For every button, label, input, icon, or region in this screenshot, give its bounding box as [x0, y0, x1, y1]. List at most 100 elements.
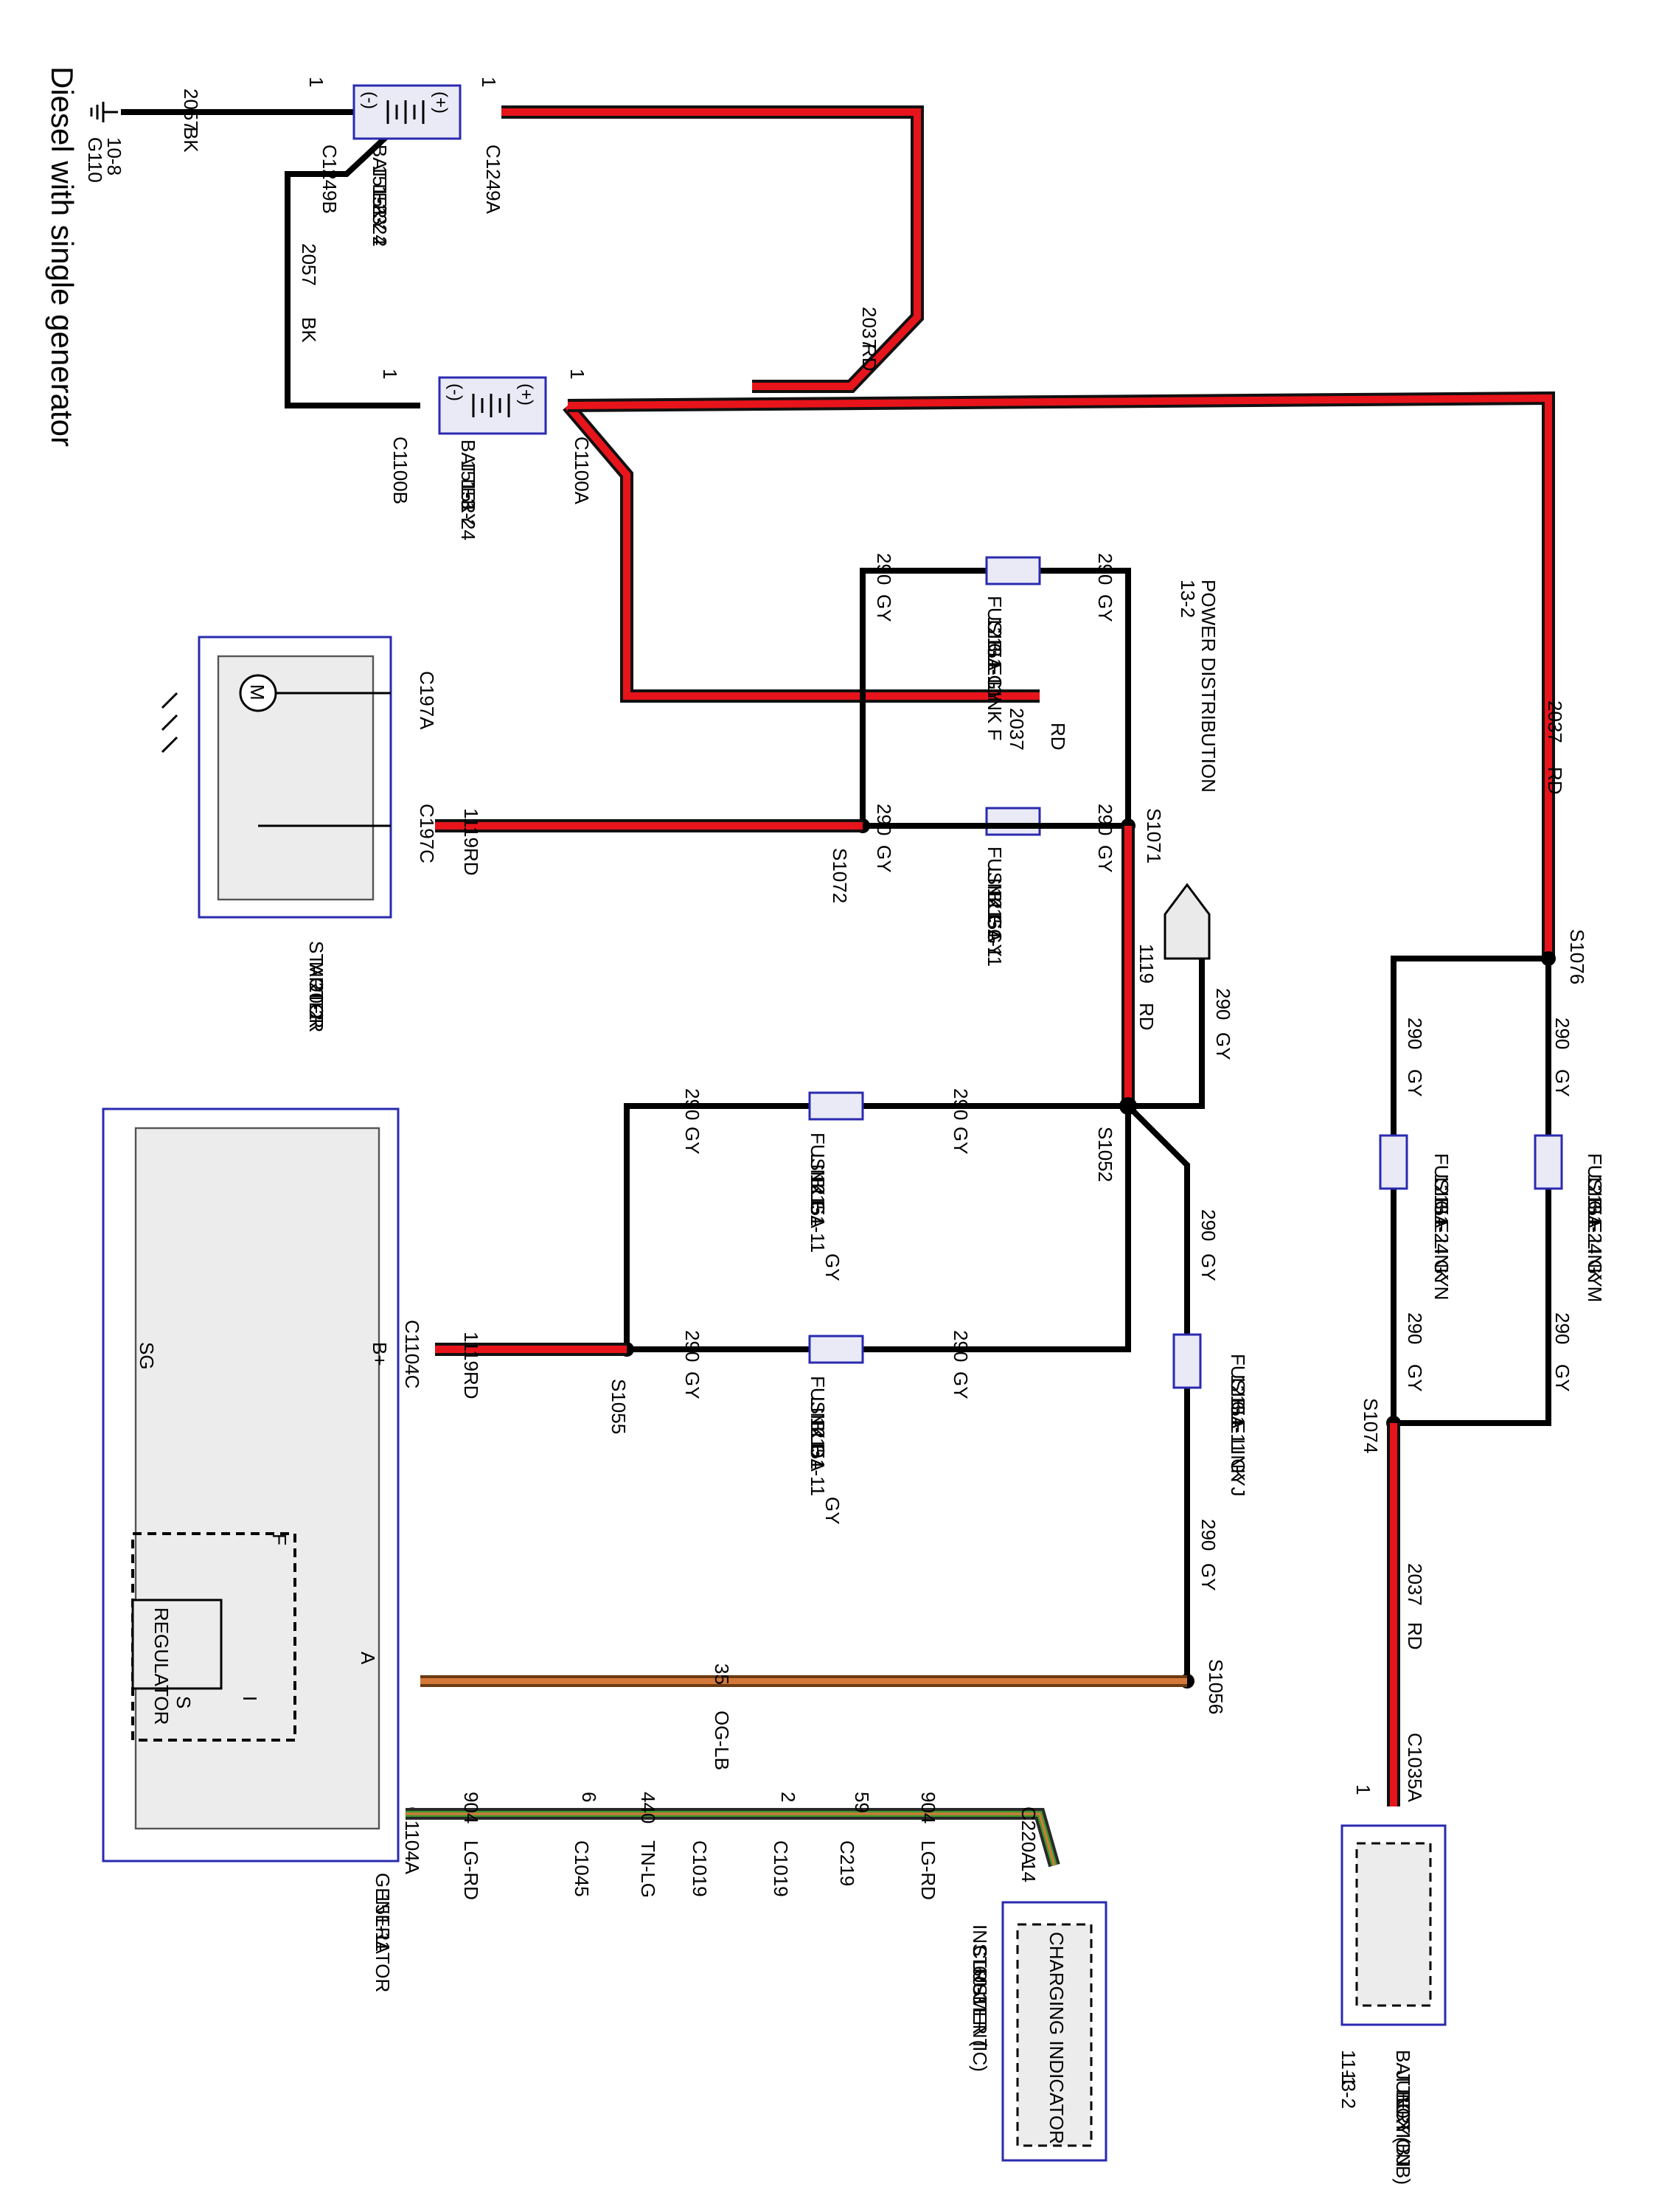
- connector-c1019-a: C1019: [689, 1840, 711, 1897]
- wire-2037-color-a: RD: [858, 344, 880, 372]
- starter-name-a: STARTER: [305, 941, 327, 1029]
- splice-s1071-label: S1071: [1143, 808, 1165, 863]
- wire-2037-battery2: [501, 108, 921, 390]
- wire-290-link-j: [1126, 1104, 1190, 1681]
- battery-2-neg: (-): [360, 91, 380, 109]
- wire-290-color-o: GY: [1404, 1364, 1426, 1392]
- fusible-link-e-color: GY: [821, 1253, 844, 1281]
- splice-s1076-label: S1076: [1566, 929, 1588, 984]
- wire-290-num-b: 290: [1094, 553, 1116, 585]
- wire-290-num-m: 290: [1404, 1018, 1426, 1049]
- wire-2057-num-a: 2057: [180, 88, 202, 131]
- bjb-box: [1340, 1824, 1447, 2026]
- wire-290-num-o: 290: [1404, 1312, 1426, 1344]
- wire-2037-num-a: 2037: [858, 307, 880, 349]
- wire-290-color-j: GY: [1197, 1253, 1220, 1281]
- wire-1119-num-c: 1119: [460, 1332, 482, 1371]
- pin-c1100b: 1: [379, 369, 401, 379]
- wire-290-color-l: GY: [1551, 1069, 1573, 1097]
- connector-c1100b: C1100B: [389, 437, 411, 504]
- fusible-link-g-label-b: LINK G: [984, 867, 1006, 930]
- fusible-link-j-page: 151-11 GY: [1227, 1395, 1249, 1486]
- ground-page: 10-8: [103, 137, 125, 175]
- ic-name-a: INSTRUMENT: [969, 1924, 991, 2051]
- fusible-link-n-page: 151-24 GY: [1430, 1194, 1453, 1287]
- wire-290-to-arrow: [1128, 959, 1205, 1109]
- wire-290-num-j: 290: [1197, 1209, 1220, 1241]
- fusible-link-j: [1172, 1333, 1202, 1389]
- fusible-link-f-page: 151-11: [984, 637, 1006, 695]
- pin-c1100a: 1: [566, 369, 588, 379]
- wire-1119-color-b: RD: [1135, 1003, 1158, 1031]
- fusible-link-n-label: FUSIBLE LINK N: [1430, 1153, 1453, 1300]
- fusible-link-f-ga: 12 GA GY: [984, 616, 1006, 703]
- continuation-arrow-icon: [1164, 883, 1211, 960]
- bjb-page-b: 13-2: [1338, 2070, 1360, 2109]
- wire-440-color: TN-LG: [637, 1840, 659, 1898]
- wire-290-color-b: GY: [1094, 594, 1116, 622]
- fusible-link-e-label-b: LINK E: [807, 1153, 829, 1214]
- connector-c1249a: C1249A: [482, 145, 504, 215]
- battery-1-page-a: 151-3: [457, 460, 479, 509]
- fusible-link-e: [808, 1091, 864, 1121]
- wire-290-color-f: GY: [681, 1127, 703, 1155]
- pin-c1249a: 1: [478, 77, 500, 87]
- wire-1119-color-a: RD: [460, 848, 482, 876]
- wire-2037-battery2-o: [501, 105, 924, 393]
- regulator-label: REGULATOR: [150, 1607, 173, 1725]
- connector-c1045: C1045: [571, 1840, 593, 1897]
- battery-1-neg: (-): [445, 383, 465, 401]
- wire-2037-bjb-o: [567, 391, 1555, 959]
- gen-f-label: F: [268, 1534, 291, 1545]
- bjb-name-a: BATTERY: [1392, 2050, 1414, 2137]
- connector-c1019-b: C1019: [770, 1840, 792, 1897]
- splice-s1052-label: S1052: [1094, 1127, 1116, 1182]
- fusible-link-g-label-a: FUSIBLE: [984, 846, 1006, 926]
- wire-1119-color-c: RD: [460, 1371, 482, 1399]
- ground-hatch-icon: [161, 692, 178, 754]
- wire-904-num-a: 904: [460, 1792, 482, 1823]
- pin-c1045: 6: [578, 1792, 600, 1802]
- fusible-link-e-page: 151-11: [807, 1194, 829, 1253]
- pin-c1249b: 1: [305, 77, 327, 87]
- wire-2057-color-a: BK: [180, 127, 202, 153]
- bjb-name-b: JUNCTION: [1392, 2070, 1414, 2167]
- wire-2037-starter-o: [563, 401, 1040, 703]
- wire-2037-num-c: 2037: [1544, 700, 1566, 743]
- wire-290-num-k: 290: [1197, 1519, 1220, 1551]
- battery-2-pos: (+): [431, 91, 451, 114]
- splice-s1055-label: S1055: [608, 1379, 630, 1434]
- battery-1-page-b: 151-24: [457, 481, 479, 540]
- wire-2057-batteries: [285, 110, 420, 408]
- connector-c1104c: C1104C: [401, 1320, 423, 1388]
- diagram-title: Diesel with single generator: [45, 66, 80, 447]
- wire-2037-color-d: RD: [1404, 1622, 1426, 1650]
- charging-indicator-label: CHARGING INDICATOR: [1046, 1932, 1068, 2144]
- splice-s1072-label: S1072: [829, 848, 851, 903]
- wire-2037-num-b: 2037: [1006, 708, 1028, 751]
- pin-c219: 59: [851, 1792, 873, 1813]
- wire-290-num-g: 290: [950, 1088, 972, 1120]
- fusible-link-d-page: 151-11: [807, 1438, 829, 1496]
- bjb-page-a: 11-1: [1338, 2050, 1360, 2087]
- fusible-link-g-page: 151-11: [984, 908, 1006, 967]
- wire-2037-num-d: 2037: [1404, 1563, 1426, 1606]
- connector-c1100a: C1100A: [571, 437, 593, 505]
- wire-904-o: [406, 1808, 1060, 1868]
- wire-2037-color-c: RD: [1544, 767, 1566, 795]
- fusible-link-m-ga: 12 GA: [1584, 1174, 1606, 1228]
- fusible-link-d-color: GY: [821, 1497, 844, 1525]
- ground-symbol: [90, 102, 118, 122]
- battery-1-name: BATTERY: [457, 439, 479, 526]
- wire-35-num: 35: [711, 1663, 733, 1685]
- fusible-link-d-label-a: FUSIBLE: [807, 1376, 829, 1455]
- wire-904-color-a: LG-RD: [460, 1840, 482, 1900]
- connector-c219: C219: [836, 1840, 858, 1886]
- pin-c1019-b: 2: [777, 1792, 799, 1802]
- wire-290-num-h: 290: [681, 1330, 703, 1362]
- wire-290-color-h: GY: [681, 1371, 703, 1399]
